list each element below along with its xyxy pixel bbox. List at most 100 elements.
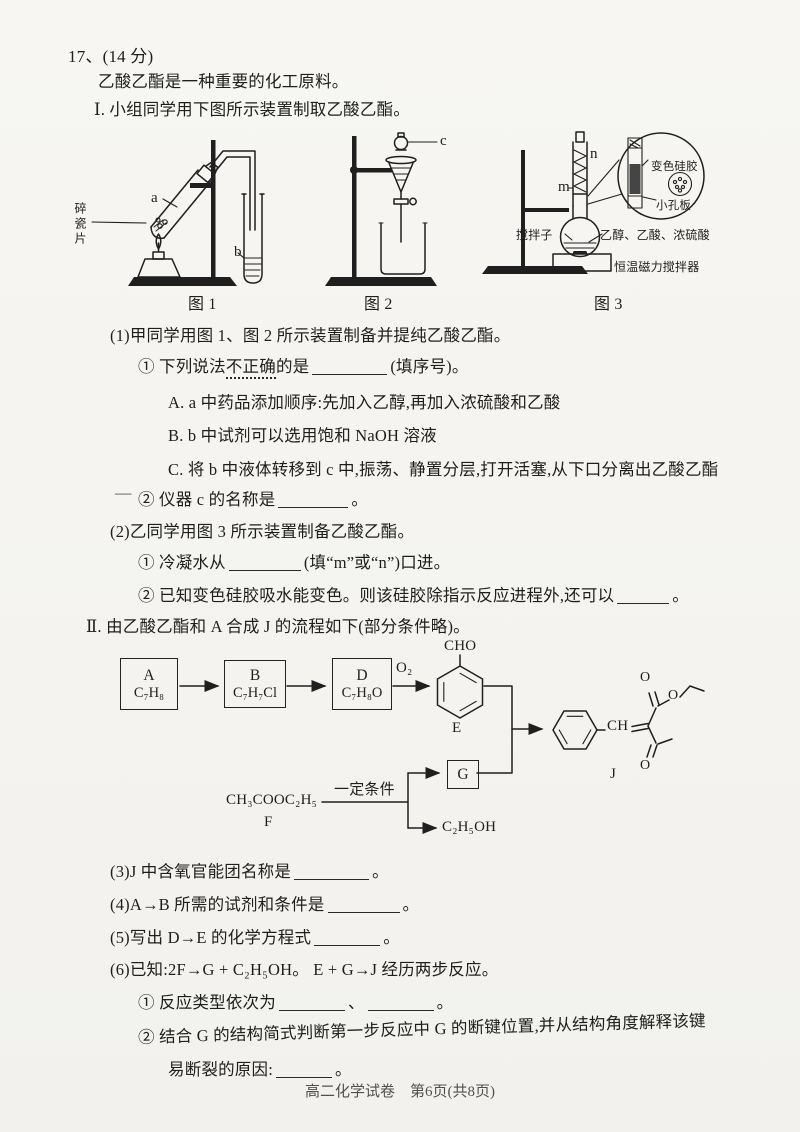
fig2-caption: 图 2 bbox=[364, 290, 393, 314]
flow-e-label: E bbox=[452, 720, 461, 737]
atom-o-text: O bbox=[640, 670, 651, 685]
answer-blank bbox=[367, 995, 434, 1011]
q3-period: 。 bbox=[372, 862, 389, 881]
fig1-test-tube-b bbox=[242, 194, 264, 283]
flow-box-b: B C₇H₇Cl bbox=[224, 660, 286, 708]
label-n-text: n bbox=[590, 146, 598, 162]
q2-text: (2)乙同学用图 3 所示装置制备乙酸乙酯。 bbox=[110, 522, 415, 541]
stray-dash-text: — bbox=[115, 483, 132, 502]
fig1-label-a: a bbox=[151, 190, 158, 207]
q3-line: (3)J 中含氧官能团名称是。 bbox=[110, 858, 389, 882]
option-a-line: A. a 中药品添加顺序:先加入乙醇,再加入浓硫酸和乙酸 bbox=[168, 389, 560, 413]
q5-period: 。 bbox=[383, 928, 400, 947]
fig3-pointer-lines bbox=[565, 188, 602, 242]
stirrer-text: 恒温磁力搅拌器 bbox=[614, 260, 700, 274]
box-d-letter: D bbox=[356, 666, 368, 684]
q1-text: (1)甲同学用图 1、图 2 所示装置制备并提纯乙酸乙酯。 bbox=[110, 326, 511, 345]
part1-heading: Ⅰ. 小组同学用下图所示装置制取乙酸乙酯。 bbox=[94, 96, 410, 120]
fig3-label-holeplate: 小孔板 bbox=[656, 197, 691, 213]
flow-ketone-o: O bbox=[640, 758, 650, 774]
fig2-caption-text: 图 2 bbox=[364, 296, 393, 313]
fig1-label-porcelain: 碎瓷片 bbox=[72, 202, 89, 247]
fig3-label-silica: 变色硅胶 bbox=[651, 158, 698, 174]
fig1-delivery-tube bbox=[210, 151, 255, 230]
q6-sub1-sep: 、 bbox=[347, 993, 365, 1012]
flow-o2-label: O₂ bbox=[396, 660, 412, 677]
fig3-label-mixture: 乙醇、乙酸、浓硫酸 bbox=[600, 226, 710, 243]
answer-blank bbox=[275, 1062, 332, 1078]
page-footer: 高二化学试卷 第6页(共8页) bbox=[0, 1080, 800, 1101]
box-b-letter: B bbox=[249, 666, 261, 684]
q1-sub1-c: (填序号)。 bbox=[390, 357, 469, 376]
fig1-lamp bbox=[138, 234, 180, 277]
q2-sub2-a: ② 已知变色硅胶吸水能变色。则该硅胶除指示反应进程外,还可以 bbox=[138, 586, 615, 605]
q6-sub2b-text: 易断裂的原因: bbox=[168, 1060, 273, 1079]
atom-o-text: O bbox=[668, 688, 679, 703]
q1-line: (1)甲同学用图 1、图 2 所示装置制备并提纯乙酸乙酯。 bbox=[110, 322, 510, 346]
q2-sub1-b: (填“m”或“n”)口进。 bbox=[303, 553, 451, 572]
figure3-apparatus bbox=[482, 126, 762, 274]
box-d-formula: C₇H₈O bbox=[341, 684, 383, 701]
fig1-stand bbox=[128, 140, 237, 286]
answer-blank bbox=[228, 555, 301, 571]
q1-sub1-emphasis: 不正确 bbox=[225, 357, 276, 379]
answer-blank bbox=[294, 864, 370, 880]
fig2-beaker bbox=[379, 223, 427, 274]
figure2-apparatus bbox=[325, 130, 455, 286]
fig3-label-n: n bbox=[590, 146, 598, 163]
q5-line: (5)写出 D→E 的化学方程式 。 bbox=[110, 924, 400, 948]
ch-text: CH bbox=[607, 718, 629, 734]
label-m-text: m bbox=[558, 179, 570, 195]
fig1-caption-text: 图 1 bbox=[188, 296, 217, 313]
fig3-flask bbox=[561, 206, 600, 257]
flow-f-label: F bbox=[264, 814, 273, 831]
flow-ester-o: O bbox=[668, 688, 678, 704]
fig3-condenser bbox=[573, 132, 587, 206]
q1-sub1-a: ① 下列说法 bbox=[138, 357, 226, 376]
flow-ch-label: CH bbox=[607, 718, 628, 735]
question-number-text: 17、(14 分) bbox=[68, 47, 154, 66]
mixture-text: 乙醇、乙酸、浓硫酸 bbox=[600, 228, 710, 242]
answer-blank bbox=[314, 930, 381, 946]
fig1-pointer-lines bbox=[92, 199, 244, 258]
label-b-text: b bbox=[234, 244, 242, 260]
ethanol-text: C₂H₅OH bbox=[442, 819, 497, 835]
footer-text: 高二化学试卷 第6页(共8页) bbox=[305, 1084, 495, 1100]
q1-sub1-line: ① 下列说法不正确的是(填序号)。 bbox=[138, 353, 469, 379]
fig1-caption: 图 1 bbox=[188, 290, 217, 314]
fig3-stand bbox=[482, 150, 588, 274]
q1-sub2-text: ② 仪器 c 的名称是 bbox=[138, 490, 276, 509]
box-b-formula: C₇H₇Cl bbox=[233, 684, 277, 701]
flow-arrows bbox=[180, 680, 544, 834]
part1-text: Ⅰ. 小组同学用下图所示装置制取乙酸乙酯。 bbox=[94, 100, 410, 119]
flow-ester-carbonyl-o: O bbox=[640, 670, 650, 686]
label-c-text: c bbox=[440, 133, 447, 149]
q5-text: (5)写出 D→E 的化学方程式 bbox=[110, 928, 312, 947]
q2-sub2-period: 。 bbox=[672, 586, 689, 605]
q1-sub2-line: ② 仪器 c 的名称是 。 bbox=[138, 486, 368, 510]
fig2-label-c: c bbox=[440, 133, 447, 150]
intro-text: 乙酸乙酯是一种重要的化工原料。 bbox=[98, 72, 349, 91]
box-a-letter: A bbox=[143, 666, 155, 684]
flow-ethanol-label: C₂H₅OH bbox=[442, 819, 496, 836]
fig3-callout bbox=[588, 133, 704, 219]
fig3-label-m: m bbox=[558, 179, 570, 196]
q6-sub1-line: ① 反应类型依次为、。 bbox=[138, 989, 453, 1013]
flow-f-formula: CH₃COOC₂H₅ bbox=[226, 792, 317, 809]
box-g-letter: G bbox=[457, 765, 469, 783]
atom-o-text: O bbox=[640, 758, 651, 773]
intro-line: 乙酸乙酯是一种重要的化工原料。 bbox=[98, 68, 349, 92]
option-c-text: C. 将 b 中液体转移到 c 中,振荡、静置分层,打开活塞,从下口分离出乙酸乙… bbox=[168, 460, 719, 479]
option-a-text: A. a 中药品添加顺序:先加入乙醇,再加入浓硫酸和乙酸 bbox=[168, 393, 561, 412]
fig3-caption-text: 图 3 bbox=[594, 296, 623, 313]
q6-line: (6)已知:2F→G + C₂H₅OH。 E + G→J 经历两步反应。 bbox=[110, 956, 498, 980]
flowchart-lines bbox=[100, 640, 780, 834]
answer-blank bbox=[327, 897, 400, 913]
flow-condition-label: 一定条件 bbox=[334, 778, 395, 799]
porcelain-text: 碎瓷片 bbox=[73, 202, 87, 247]
q6-sub2-line: ② 结合 G 的结构简式判断第一步反应中 G 的断键位置,并从结构角度解释该键 bbox=[138, 1007, 706, 1048]
option-b-line: B. b 中试剂可以选用饱和 NaOH 溶液 bbox=[168, 422, 437, 446]
q1-sub2-period: 。 bbox=[351, 490, 369, 509]
fig3-caption: 图 3 bbox=[594, 290, 623, 314]
